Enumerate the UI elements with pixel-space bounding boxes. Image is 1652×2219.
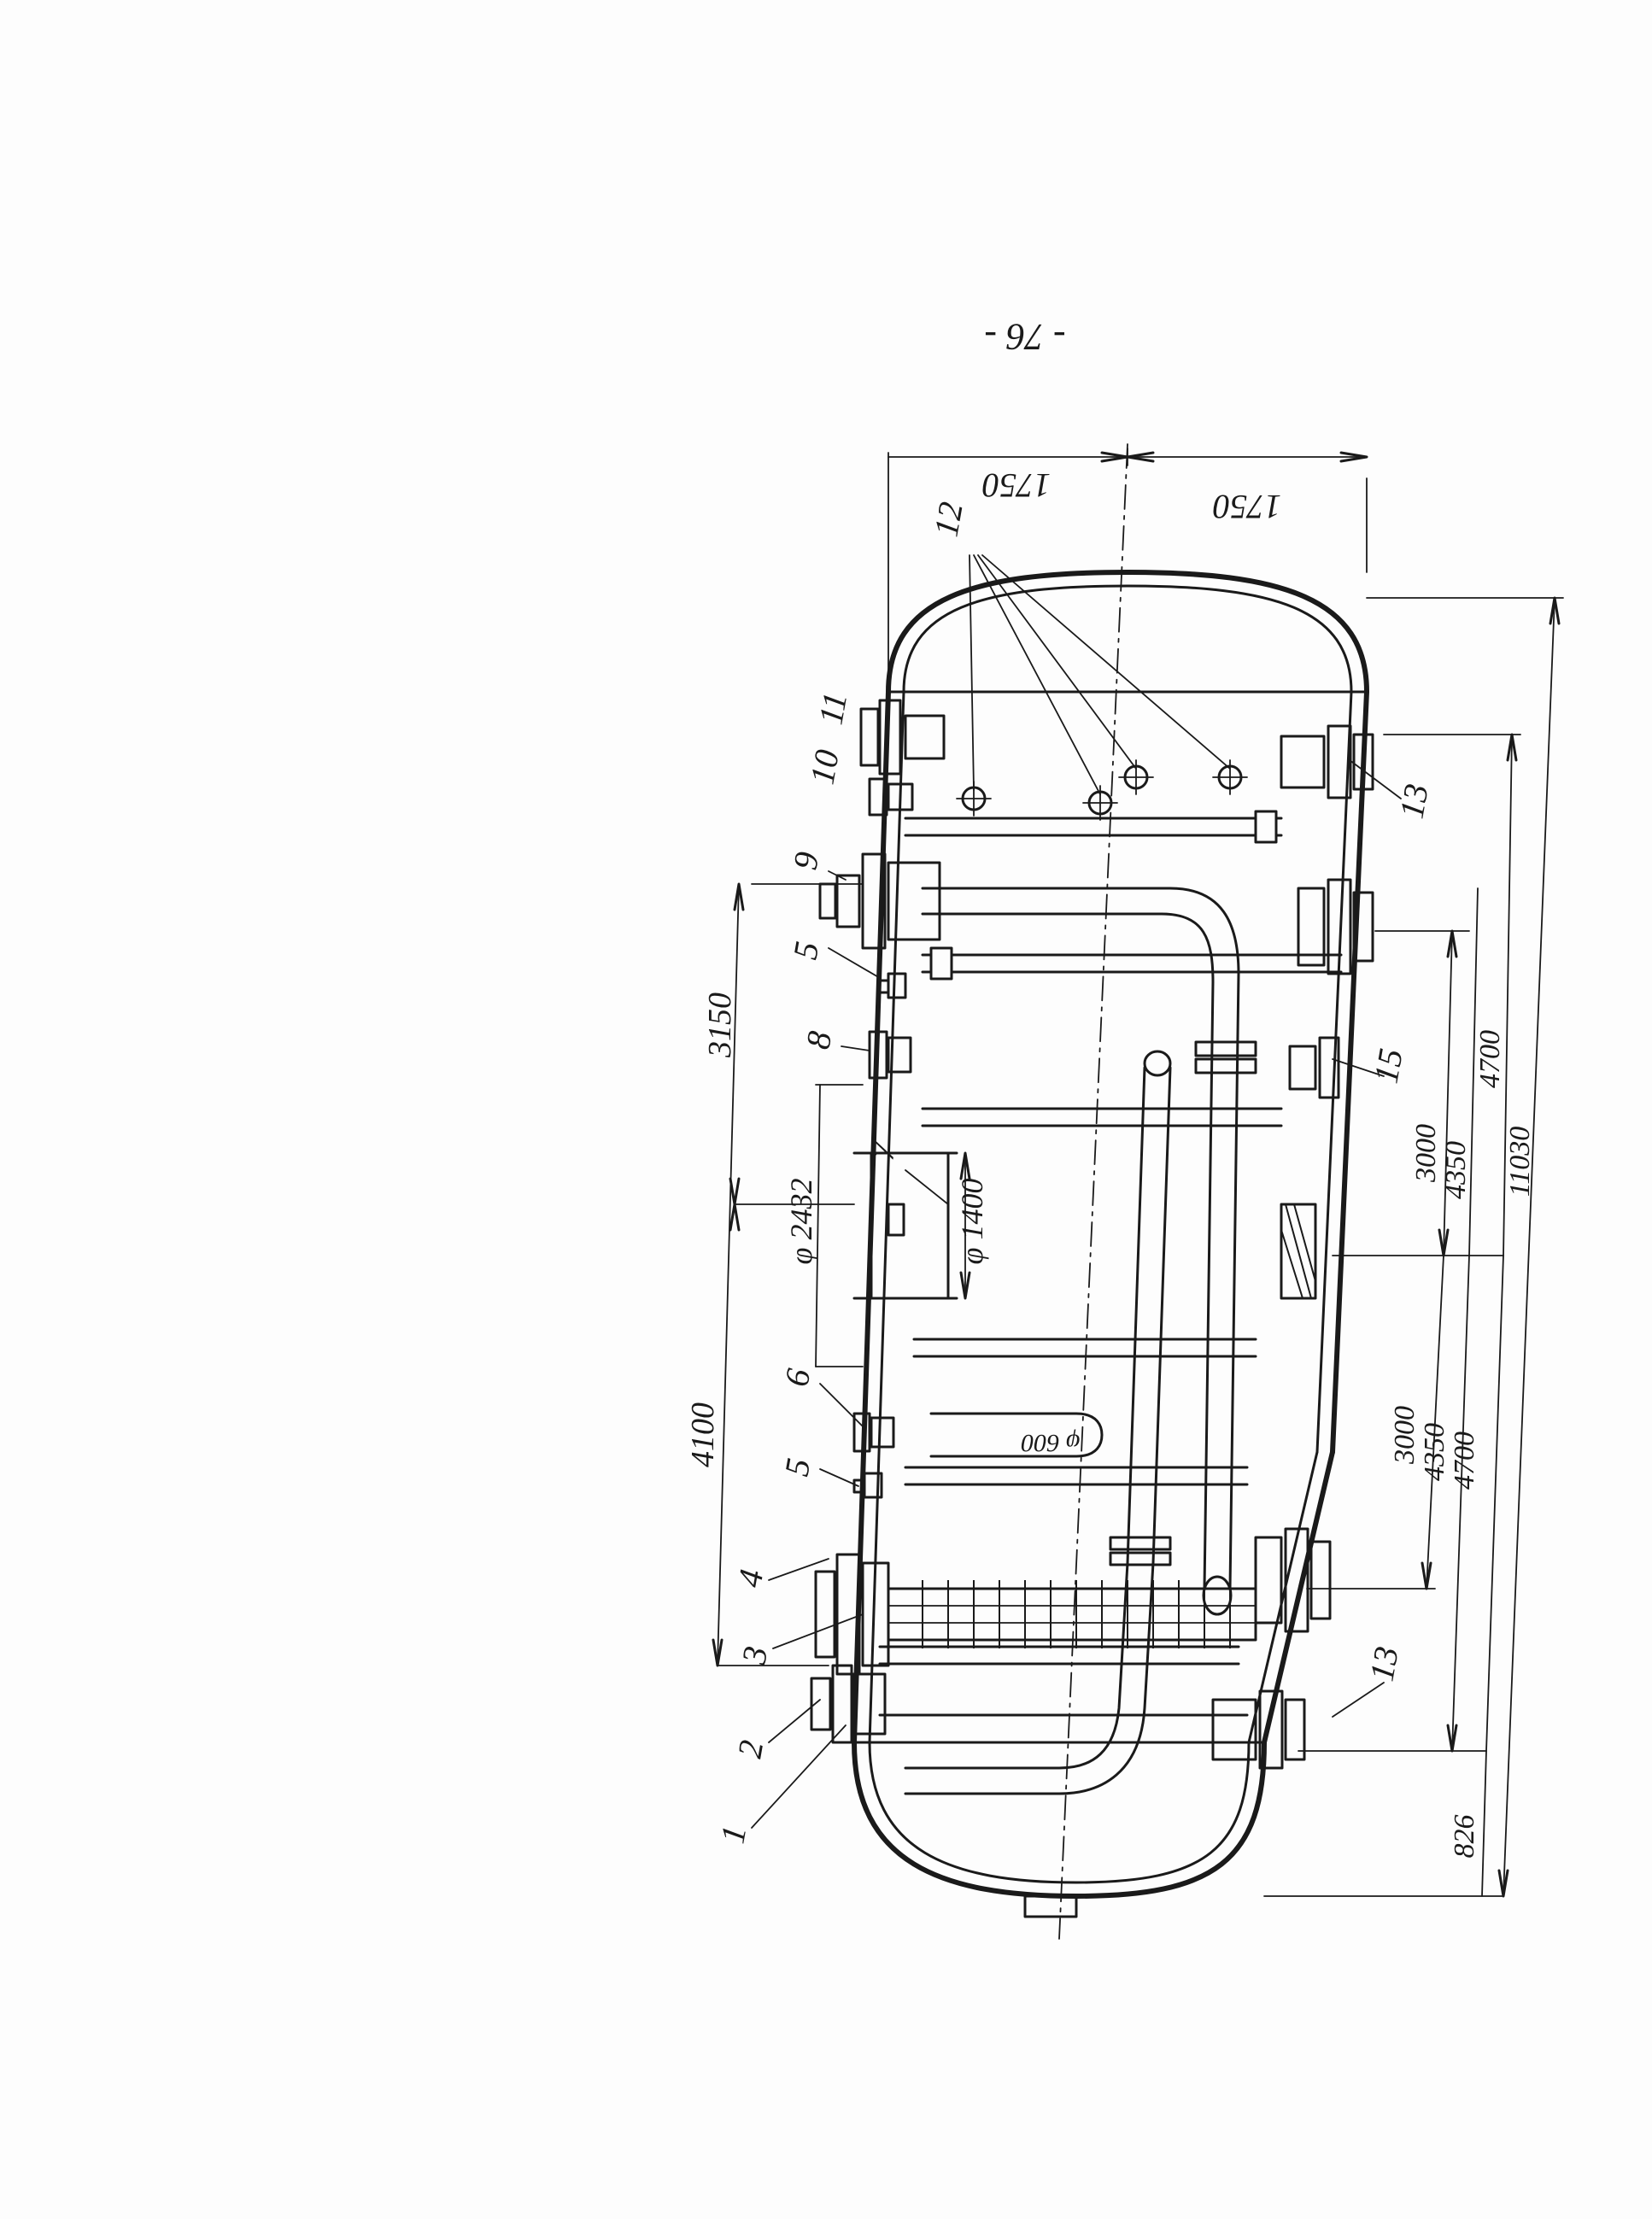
sight-holes [956, 759, 1248, 821]
page-number: - 76 - [984, 316, 1065, 358]
dim-label: 3150 [702, 992, 738, 1058]
tray [921, 946, 1343, 981]
tube-bundle [887, 1580, 1257, 1648]
nozzle-2 [810, 1664, 887, 1744]
tray [921, 1107, 1283, 1127]
tray [878, 1645, 1240, 1666]
left-nozzles [810, 699, 946, 1744]
dimension-labels: 1750 1750 3150 4100 φ 2432 φ 1400 φ 600 … [685, 466, 1536, 1859]
nozzle-13-upper [1280, 724, 1374, 799]
nozzle-13-lower [1211, 1689, 1306, 1770]
item-label: 5 [777, 1455, 818, 1479]
dim-label: 4100 [685, 1402, 721, 1467]
dim-label: 4700 [1474, 1030, 1506, 1088]
dim-label: φ 600 [1021, 1429, 1080, 1457]
dim-label: φ 2432 [784, 1179, 818, 1265]
nozzle-right-upper [1297, 878, 1374, 975]
dim-label: 1750 [1213, 488, 1281, 526]
nozzle-right-lower [1254, 1527, 1332, 1633]
item-label: 1 [713, 1823, 754, 1847]
nozzle-5-upper [876, 972, 907, 999]
nozzle-9 [818, 852, 941, 950]
nozzle-11 [859, 699, 946, 776]
tray [904, 810, 1283, 844]
dim-label: 4350 [1419, 1423, 1450, 1481]
item-label: 2 [730, 1737, 771, 1761]
item-label: 15 [1367, 1045, 1410, 1086]
item-label: 3 [734, 1643, 775, 1667]
support-lug [1280, 1203, 1317, 1300]
trays [878, 810, 1343, 1717]
dim-label: 1750 [982, 466, 1051, 505]
right-nozzles [1211, 724, 1374, 1770]
tray [904, 1466, 1249, 1486]
item-label: 4 [730, 1566, 771, 1590]
nozzle-8 [868, 1030, 912, 1080]
dim-label: 4350 [1440, 1141, 1472, 1199]
dimension-lines [712, 448, 1564, 1898]
item-label: 6 [777, 1366, 818, 1390]
item-label: 8 [799, 1028, 840, 1052]
nozzle-15 [1288, 1036, 1340, 1099]
manhole [852, 1151, 958, 1300]
tray [912, 1338, 1257, 1358]
nozzle-6 [852, 1412, 895, 1453]
item-labels: 1 2 3 4 5 6 5 7 8 9 10 11 12 13 13 15 [713, 499, 1436, 1846]
dim-label: 826 [1449, 1815, 1480, 1859]
dim-label: 3000 [1389, 1406, 1421, 1465]
item-label: 7 [863, 1138, 904, 1162]
nozzle-10 [868, 777, 914, 817]
internal-pipes [904, 887, 1257, 1795]
nozzle-5-lower [852, 1472, 883, 1499]
dim-label: 4700 [1449, 1432, 1480, 1490]
item-label: 13 [1392, 781, 1436, 821]
leader-lines [751, 554, 1402, 1829]
item-label: 9 [786, 849, 827, 873]
item-label: 11 [811, 689, 855, 727]
dim-label: 11030 [1504, 1127, 1536, 1197]
item-label: 10 [803, 746, 847, 787]
item-label: 5 [786, 939, 827, 963]
item-label: 12 [927, 499, 970, 539]
nozzle-4 [814, 1553, 890, 1676]
dim-label: φ 1400 [955, 1179, 989, 1265]
item-label: 13 [1362, 1643, 1406, 1683]
dim-label: 3000 [1410, 1124, 1442, 1183]
